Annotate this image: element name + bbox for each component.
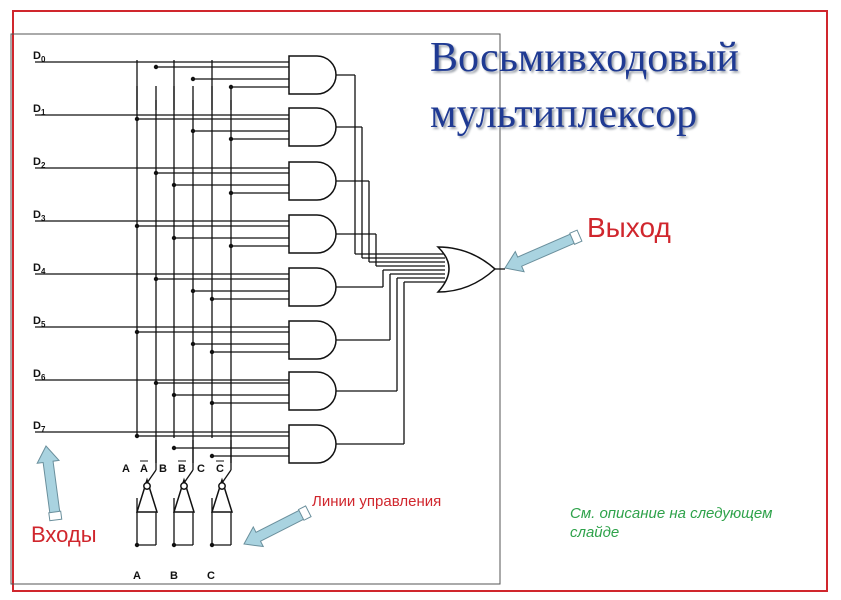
slide-frame [12, 10, 828, 592]
junction-dot [209, 296, 215, 302]
see-next-slide-note: См. описание на следующем слайде [570, 505, 773, 541]
inverter-output [183, 469, 194, 484]
output-arrow [504, 229, 583, 273]
arrow-body [36, 445, 61, 516]
and-gate [288, 214, 337, 254]
data-input-label: D0 [33, 50, 46, 64]
and-gate [288, 371, 337, 411]
junction-dot [134, 223, 140, 229]
data-input-index: 4 [41, 267, 46, 276]
control-signal-label: B [159, 463, 167, 475]
inverter-bubble [143, 482, 151, 490]
junction-dot [171, 235, 177, 241]
junction-dot [134, 116, 140, 122]
inverter-bubble [180, 482, 188, 490]
junction-dot [190, 288, 196, 294]
junction-dot [134, 329, 140, 335]
junction-dot [209, 542, 215, 548]
junction-dot [171, 542, 177, 548]
junction-dot [228, 190, 234, 196]
slide-title: Восьмивходовый мультиплексор [430, 35, 739, 137]
control-signal-label: B [178, 463, 186, 475]
junction-dot [134, 433, 140, 439]
control-signal-label: C [197, 463, 205, 475]
control-signal-label: A [140, 463, 148, 475]
arrow-body [504, 232, 577, 273]
arrow-tail [48, 510, 63, 522]
arrow-tail [297, 505, 312, 521]
and-gate [288, 55, 337, 95]
data-input-index: 1 [41, 108, 46, 117]
junction-dot [171, 392, 177, 398]
data-input-label: D5 [33, 315, 46, 329]
junction-dot [171, 182, 177, 188]
inverter [135, 477, 159, 513]
junction-dot [228, 136, 234, 142]
control-input-label: A [133, 570, 141, 582]
control-lines-label: Линии управления [312, 493, 442, 510]
control-lines-arrow [243, 505, 312, 548]
schematic-border [10, 33, 501, 585]
junction-dot [171, 445, 177, 451]
junction-dot [153, 170, 159, 176]
inputs-arrow [36, 445, 63, 522]
junction-dot [153, 380, 159, 386]
data-input-index: 7 [41, 425, 46, 434]
junction-dot [134, 542, 140, 548]
junction-dot [228, 84, 234, 90]
junction-dot [153, 276, 159, 282]
inverter [172, 477, 196, 513]
junction-dot [153, 64, 159, 70]
inverter-output [146, 469, 157, 484]
junction-dot [228, 243, 234, 249]
junction-dot [190, 341, 196, 347]
and-gate [288, 320, 337, 360]
inverter-bubble [218, 482, 226, 490]
arrow-body [243, 508, 306, 548]
and-gate [288, 107, 337, 147]
control-signal-label: A [122, 463, 130, 475]
inputs-label: Входы [31, 522, 97, 547]
data-input-label: D3 [33, 209, 46, 223]
data-input-label: D7 [33, 420, 46, 434]
data-input-index: 2 [41, 161, 46, 170]
data-input-label: D2 [33, 156, 46, 170]
and-gate [288, 424, 337, 464]
data-input-label: D4 [33, 262, 46, 276]
data-input-label: D1 [33, 103, 46, 117]
inverter-output [221, 469, 232, 484]
output-label: Выход [587, 212, 671, 243]
and-gate [288, 267, 337, 307]
data-input-index: 6 [41, 373, 46, 382]
data-input-index: 0 [41, 55, 46, 64]
and-gate [288, 161, 337, 201]
control-input-label: C [207, 570, 215, 582]
control-input-label: B [170, 570, 178, 582]
data-input-index: 5 [41, 320, 46, 329]
junction-dot [209, 453, 215, 459]
junction-dot [190, 128, 196, 134]
arrow-tail [569, 229, 583, 245]
or-gate [436, 246, 497, 293]
junction-dot [190, 76, 196, 82]
data-input-index: 3 [41, 214, 46, 223]
control-signal-label: C [216, 463, 224, 475]
junction-dot [209, 349, 215, 355]
data-input-label: D6 [33, 368, 46, 382]
inverter [210, 477, 234, 513]
junction-dot [209, 400, 215, 406]
